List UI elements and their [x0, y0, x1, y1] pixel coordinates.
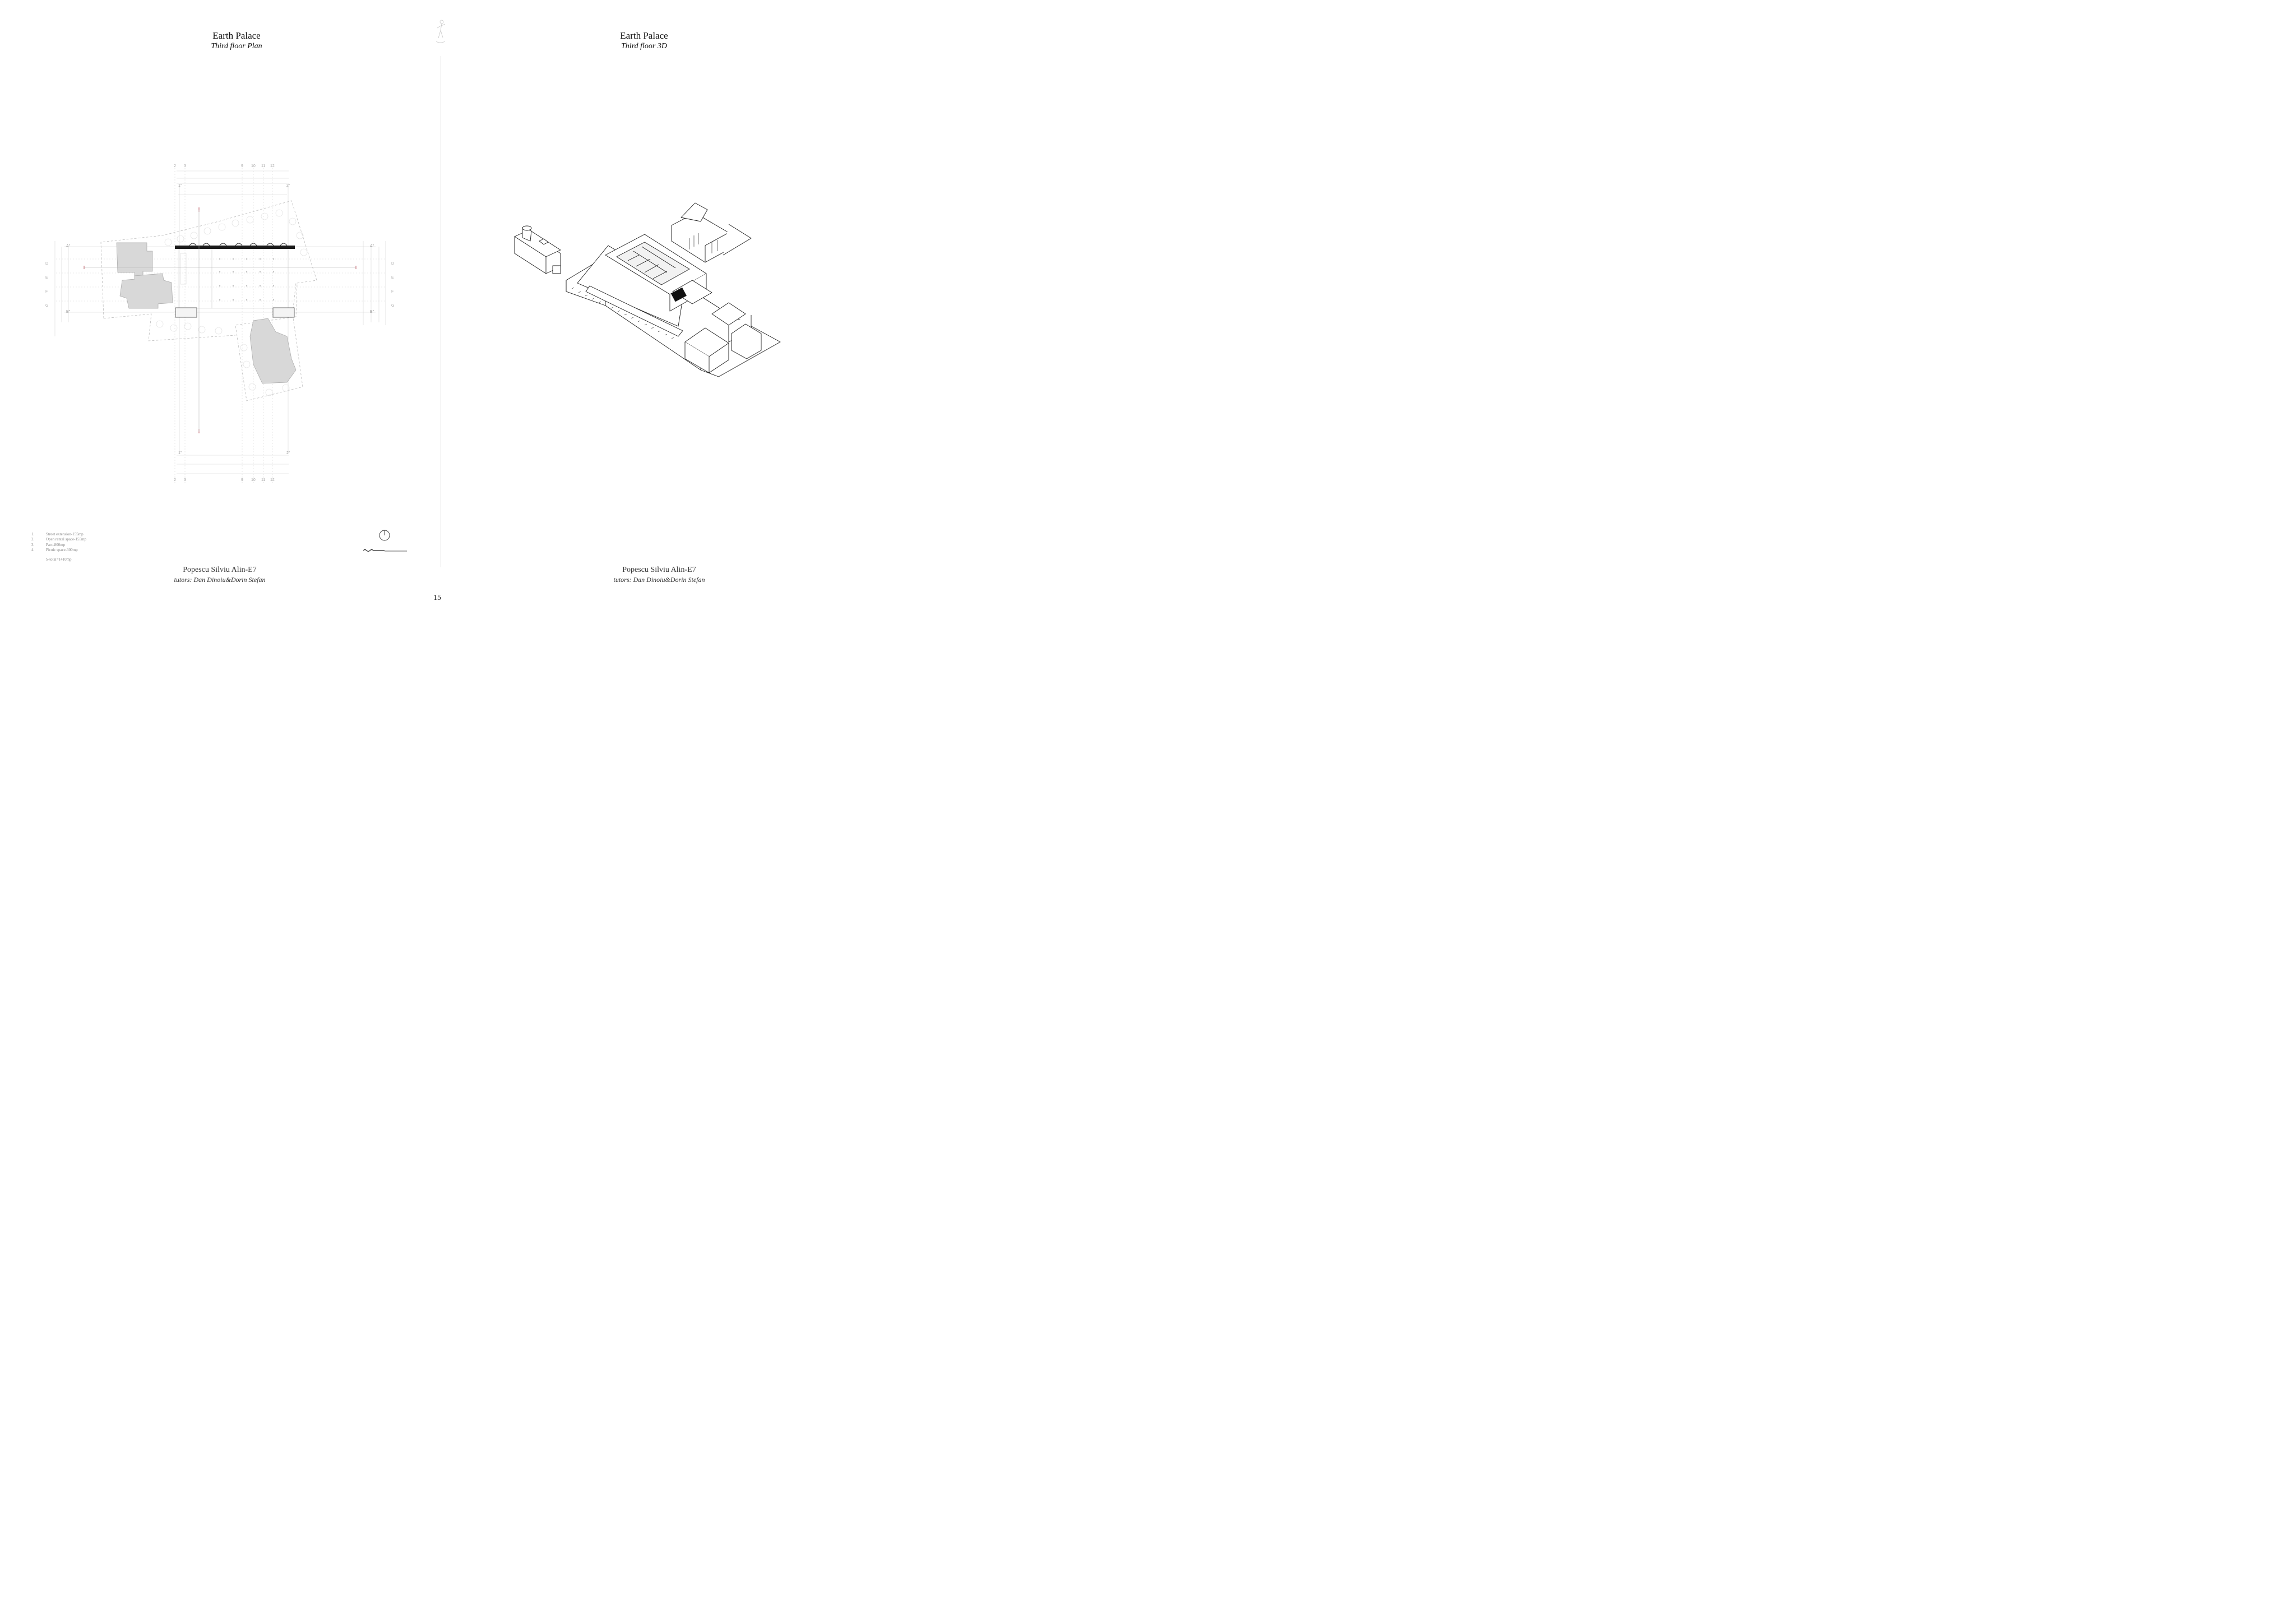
right-author-block: Popescu Silviu Alin-E7 tutors: Dan Dinoi… — [547, 565, 771, 584]
section-mark-1-top: 1" — [178, 184, 182, 188]
section-mark-a-left: A" — [66, 244, 71, 248]
section-mark-b-left: B" — [66, 310, 71, 314]
legend-total: S-total=1410mp — [46, 557, 72, 562]
left-tutors: tutors: Dan Dinoiu&Dorin Stefan — [174, 576, 266, 584]
left-author-name: Popescu Silviu Alin-E7 — [183, 566, 257, 574]
figure-sketch-icon — [436, 20, 446, 43]
legend-item: 1.Street extension-155mp — [31, 532, 84, 536]
third-floor-3d-drawing — [514, 202, 781, 377]
right-title-block: Earth Palace Third floor 3D — [532, 30, 756, 52]
section-mark-2-bottom: 2" — [286, 451, 290, 455]
legend-item: 2.Open rental space-155mp — [31, 537, 86, 542]
left-page-title: Earth Palace — [212, 30, 261, 41]
legend-item: 3.Parc-800mp — [31, 542, 66, 547]
left-author-block: Popescu Silviu Alin-E7 tutors: Dan Dinoi… — [108, 565, 332, 584]
right-author-name: Popescu Silviu Alin-E7 — [622, 566, 696, 574]
right-tutors: tutors: Dan Dinoiu&Dorin Stefan — [613, 576, 705, 584]
left-page-subtitle: Third floor Plan — [211, 42, 262, 50]
section-mark-2-top: 2" — [286, 184, 290, 188]
third-floor-plan-drawing — [54, 168, 387, 485]
legend-item: 4.Picnic space-300mp — [31, 548, 78, 553]
section-mark-1-bottom: 1" — [178, 451, 182, 455]
scale-bar-icon — [363, 549, 407, 552]
left-title-block: Earth Palace Third floor Plan — [124, 30, 349, 52]
section-mark-b-right: B" — [370, 310, 374, 314]
section-mark-a-right: A" — [370, 244, 374, 248]
area-legend: 1.Street extension-155mp 2.Open rental s… — [31, 532, 86, 562]
right-page-title: Earth Palace — [620, 30, 668, 41]
right-page-subtitle: Third floor 3D — [621, 42, 667, 50]
north-arrow-icon — [379, 530, 390, 541]
grid-labels-side-left: D E F G — [45, 262, 49, 308]
grid-labels-side-right: D E F G — [391, 262, 395, 308]
page-number: 15 — [433, 594, 441, 602]
